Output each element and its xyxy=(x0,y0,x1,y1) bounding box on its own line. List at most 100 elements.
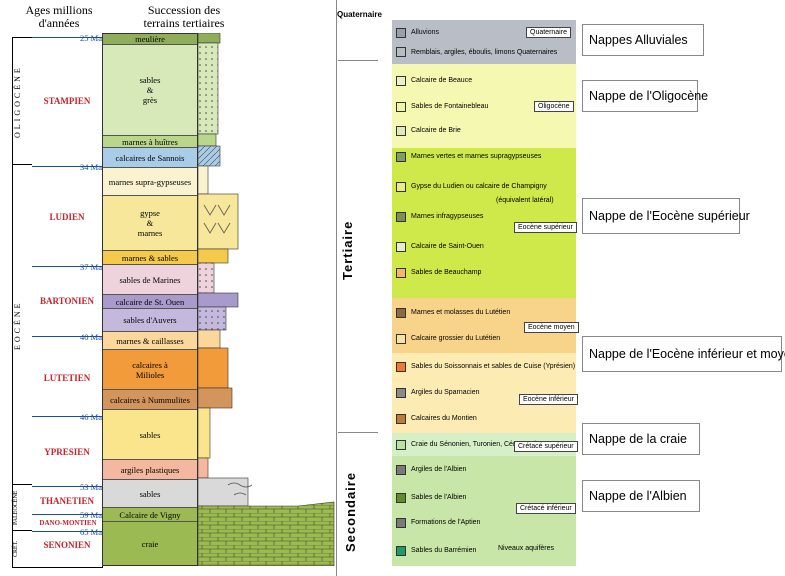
layer-calcaires-sannois: calcaires de Sannois xyxy=(103,147,197,167)
swatch-montien xyxy=(396,414,406,424)
era-band-cretace: CRÉT. xyxy=(12,530,34,568)
tag-eocene-moy: Eocène moyen xyxy=(524,322,579,333)
swatch-infragypseuses xyxy=(396,212,406,222)
swatch-marnes-vertes xyxy=(396,152,406,162)
layer-label: argiles plastiques xyxy=(120,464,180,475)
swatch-beauchamp xyxy=(396,268,406,278)
tag-cretace-inf: Crétacé inférieur xyxy=(516,503,576,514)
stage-senonien: SENONIEN xyxy=(43,540,91,550)
stage-bartonien: BARTONIEN xyxy=(39,296,95,306)
layer-craie: craie xyxy=(103,521,197,565)
layer-label: calcaires à Milioles xyxy=(132,359,168,380)
row-gypse-note: (équivalent latéral) xyxy=(496,197,554,204)
layer-argiles-plastiques: argiles plastiques xyxy=(103,459,197,479)
layer-marnes-supragypseuses: marnes supra-gypseuses xyxy=(103,167,197,195)
stage-ludien: LUDIEN xyxy=(49,212,85,222)
stage-dano-montien: DANO-MONTIEN xyxy=(39,519,97,527)
layer-label: marnes & caillasses xyxy=(116,335,184,346)
age-40: 40 Ma xyxy=(80,332,102,342)
layer-label: gypse & marnes xyxy=(137,208,163,238)
stage-stampien: STAMPIEN xyxy=(43,96,91,106)
age-34: 34 Ma xyxy=(80,162,102,172)
swatch-soissonnais xyxy=(396,362,406,372)
tag-cretace-sup: Crétacé supérieur xyxy=(514,441,578,452)
era-label-eocene: EOCÈNE xyxy=(13,300,22,350)
row-barremien: Sables du Barrémien xyxy=(411,547,477,554)
stage-ypresien: YPRESIEN xyxy=(44,447,90,457)
layer-marnes-huitres: marnes à huîtres xyxy=(103,135,197,147)
nappe-craie: Nappe de la craie xyxy=(582,423,700,455)
layer-calcaire-vigny: Calcaire de Vigny xyxy=(103,507,197,521)
nappe-label: Nappes Alluviales xyxy=(589,33,688,47)
swatch-remblais xyxy=(396,47,406,57)
layer-calcaires-milioles: calcaires à Milioles xyxy=(103,349,197,389)
layer-label: sables xyxy=(139,488,161,499)
tick-line-25 xyxy=(32,37,102,38)
row-fontainebleau: Sables de Fontainebleau xyxy=(411,103,489,110)
layer-meuliere: meulière xyxy=(103,34,197,44)
era-label-cretace: CRÉT. xyxy=(13,540,19,558)
layer-label: sables de Marines xyxy=(119,274,181,285)
row-marnes-vertes: Marnes vertes et marnes supragypseuses xyxy=(411,153,542,160)
layer-label: Calcaire de Vigny xyxy=(119,509,181,520)
layer-calcaire-st-ouen: calcaire de St. Ouen xyxy=(103,294,197,308)
era-label-tertiaire: Tertiaire xyxy=(340,220,355,280)
tag-quaternaire: Quaternaire xyxy=(526,27,571,38)
nappe-label: Nappe de l'Eocène supérieur xyxy=(589,209,750,223)
row-argiles-albien: Argiles de l'Albien xyxy=(411,466,467,473)
row-brie: Calcaire de Brie xyxy=(411,127,461,134)
layer-sables-auvers: sables d'Auvers xyxy=(103,308,197,331)
layer-label: calcaire de St. Ouen xyxy=(115,296,185,307)
tag-niveaux-aquiferes: Niveaux aquifères xyxy=(498,545,555,552)
tick-line-59 xyxy=(32,514,102,515)
layer-label: sables d'Auvers xyxy=(123,315,177,325)
layer-sables-marines: sables de Marines xyxy=(103,264,197,294)
row-infragypseuses: Marnes infragypseuses xyxy=(411,213,484,220)
tick-line-37 xyxy=(32,266,102,267)
right-divider xyxy=(336,0,337,576)
layer-calcaires-nummulites: calcaires à Nummulites xyxy=(103,389,197,409)
nappe-oligocene: Nappe de l'Oligocène xyxy=(582,80,708,112)
row-saint-ouen: Calcaire de Saint-Ouen xyxy=(411,243,484,250)
swatch-beauce xyxy=(396,76,406,86)
swatch-sables-albien xyxy=(396,493,406,503)
era-band-paleocene: PALEOCÈNE xyxy=(12,484,34,532)
era-label-paleocene: PALEOCÈNE xyxy=(13,490,19,526)
row-aptien: Formations de l'Aptien xyxy=(411,519,481,526)
row-remblais: Remblais, argiles, éboulis, limons Quate… xyxy=(411,49,558,56)
layer-marnes-sables: marnes & sables xyxy=(103,250,197,264)
layer-label: marnes à huîtres xyxy=(122,136,178,147)
lithology-profile xyxy=(198,33,335,566)
swatch-brie xyxy=(396,126,406,136)
row-craie: Craie du Sénonien, Turonien, Cénomanien xyxy=(411,441,544,448)
nappe-albien: Nappe de l'Albien xyxy=(582,480,700,512)
header-succession: Succession des terrains tertiaires xyxy=(143,3,225,30)
nappe-alluviales: Nappes Alluviales xyxy=(582,24,704,56)
row-beauce: Calcaire de Beauce xyxy=(411,77,473,84)
era-band-oligocene: OLIGOCÈNE xyxy=(12,37,34,166)
swatch-gypse xyxy=(396,182,406,192)
layer-gypse-marnes: gypse & marnes xyxy=(103,195,197,250)
layer-label: marnes & sables xyxy=(121,252,179,263)
age-59: 59 Ma xyxy=(80,510,102,520)
row-montien: Calcaires du Montien xyxy=(411,415,477,422)
stage-band xyxy=(32,37,103,568)
nappe-label: Nappe de l'Eocène inférieur et moyen xyxy=(589,347,785,361)
layer-sables-gres: sables & grès xyxy=(103,44,197,135)
layer-label: marnes supra-gypseuses xyxy=(108,176,192,187)
age-25: 25 Ma xyxy=(80,33,102,43)
tag-oligocene: Oligocène xyxy=(534,101,574,112)
swatch-argiles-albien xyxy=(396,465,406,475)
layer-label: calcaires à Nummulites xyxy=(110,394,190,405)
stage-thanetien: THANETIEN xyxy=(39,496,94,506)
tag-eocene-sup: Eocène supérieur xyxy=(514,222,577,233)
nappe-label: Nappe de la craie xyxy=(589,432,687,446)
row-calcaire-grossier: Calcaire grossier du Lutétien xyxy=(411,335,501,342)
swatch-saint-ouen xyxy=(396,242,406,252)
row-alluvions: Alluvions xyxy=(411,29,440,36)
tag-eocene-inf: Eocène inférieur xyxy=(519,394,578,405)
era-label-oligocene: OLIGOCÈNE xyxy=(13,65,22,138)
age-46: 46 Ma xyxy=(80,412,102,422)
era-band-eocene: EOCÈNE xyxy=(12,164,34,486)
swatch-calcaire-grossier xyxy=(396,334,406,344)
